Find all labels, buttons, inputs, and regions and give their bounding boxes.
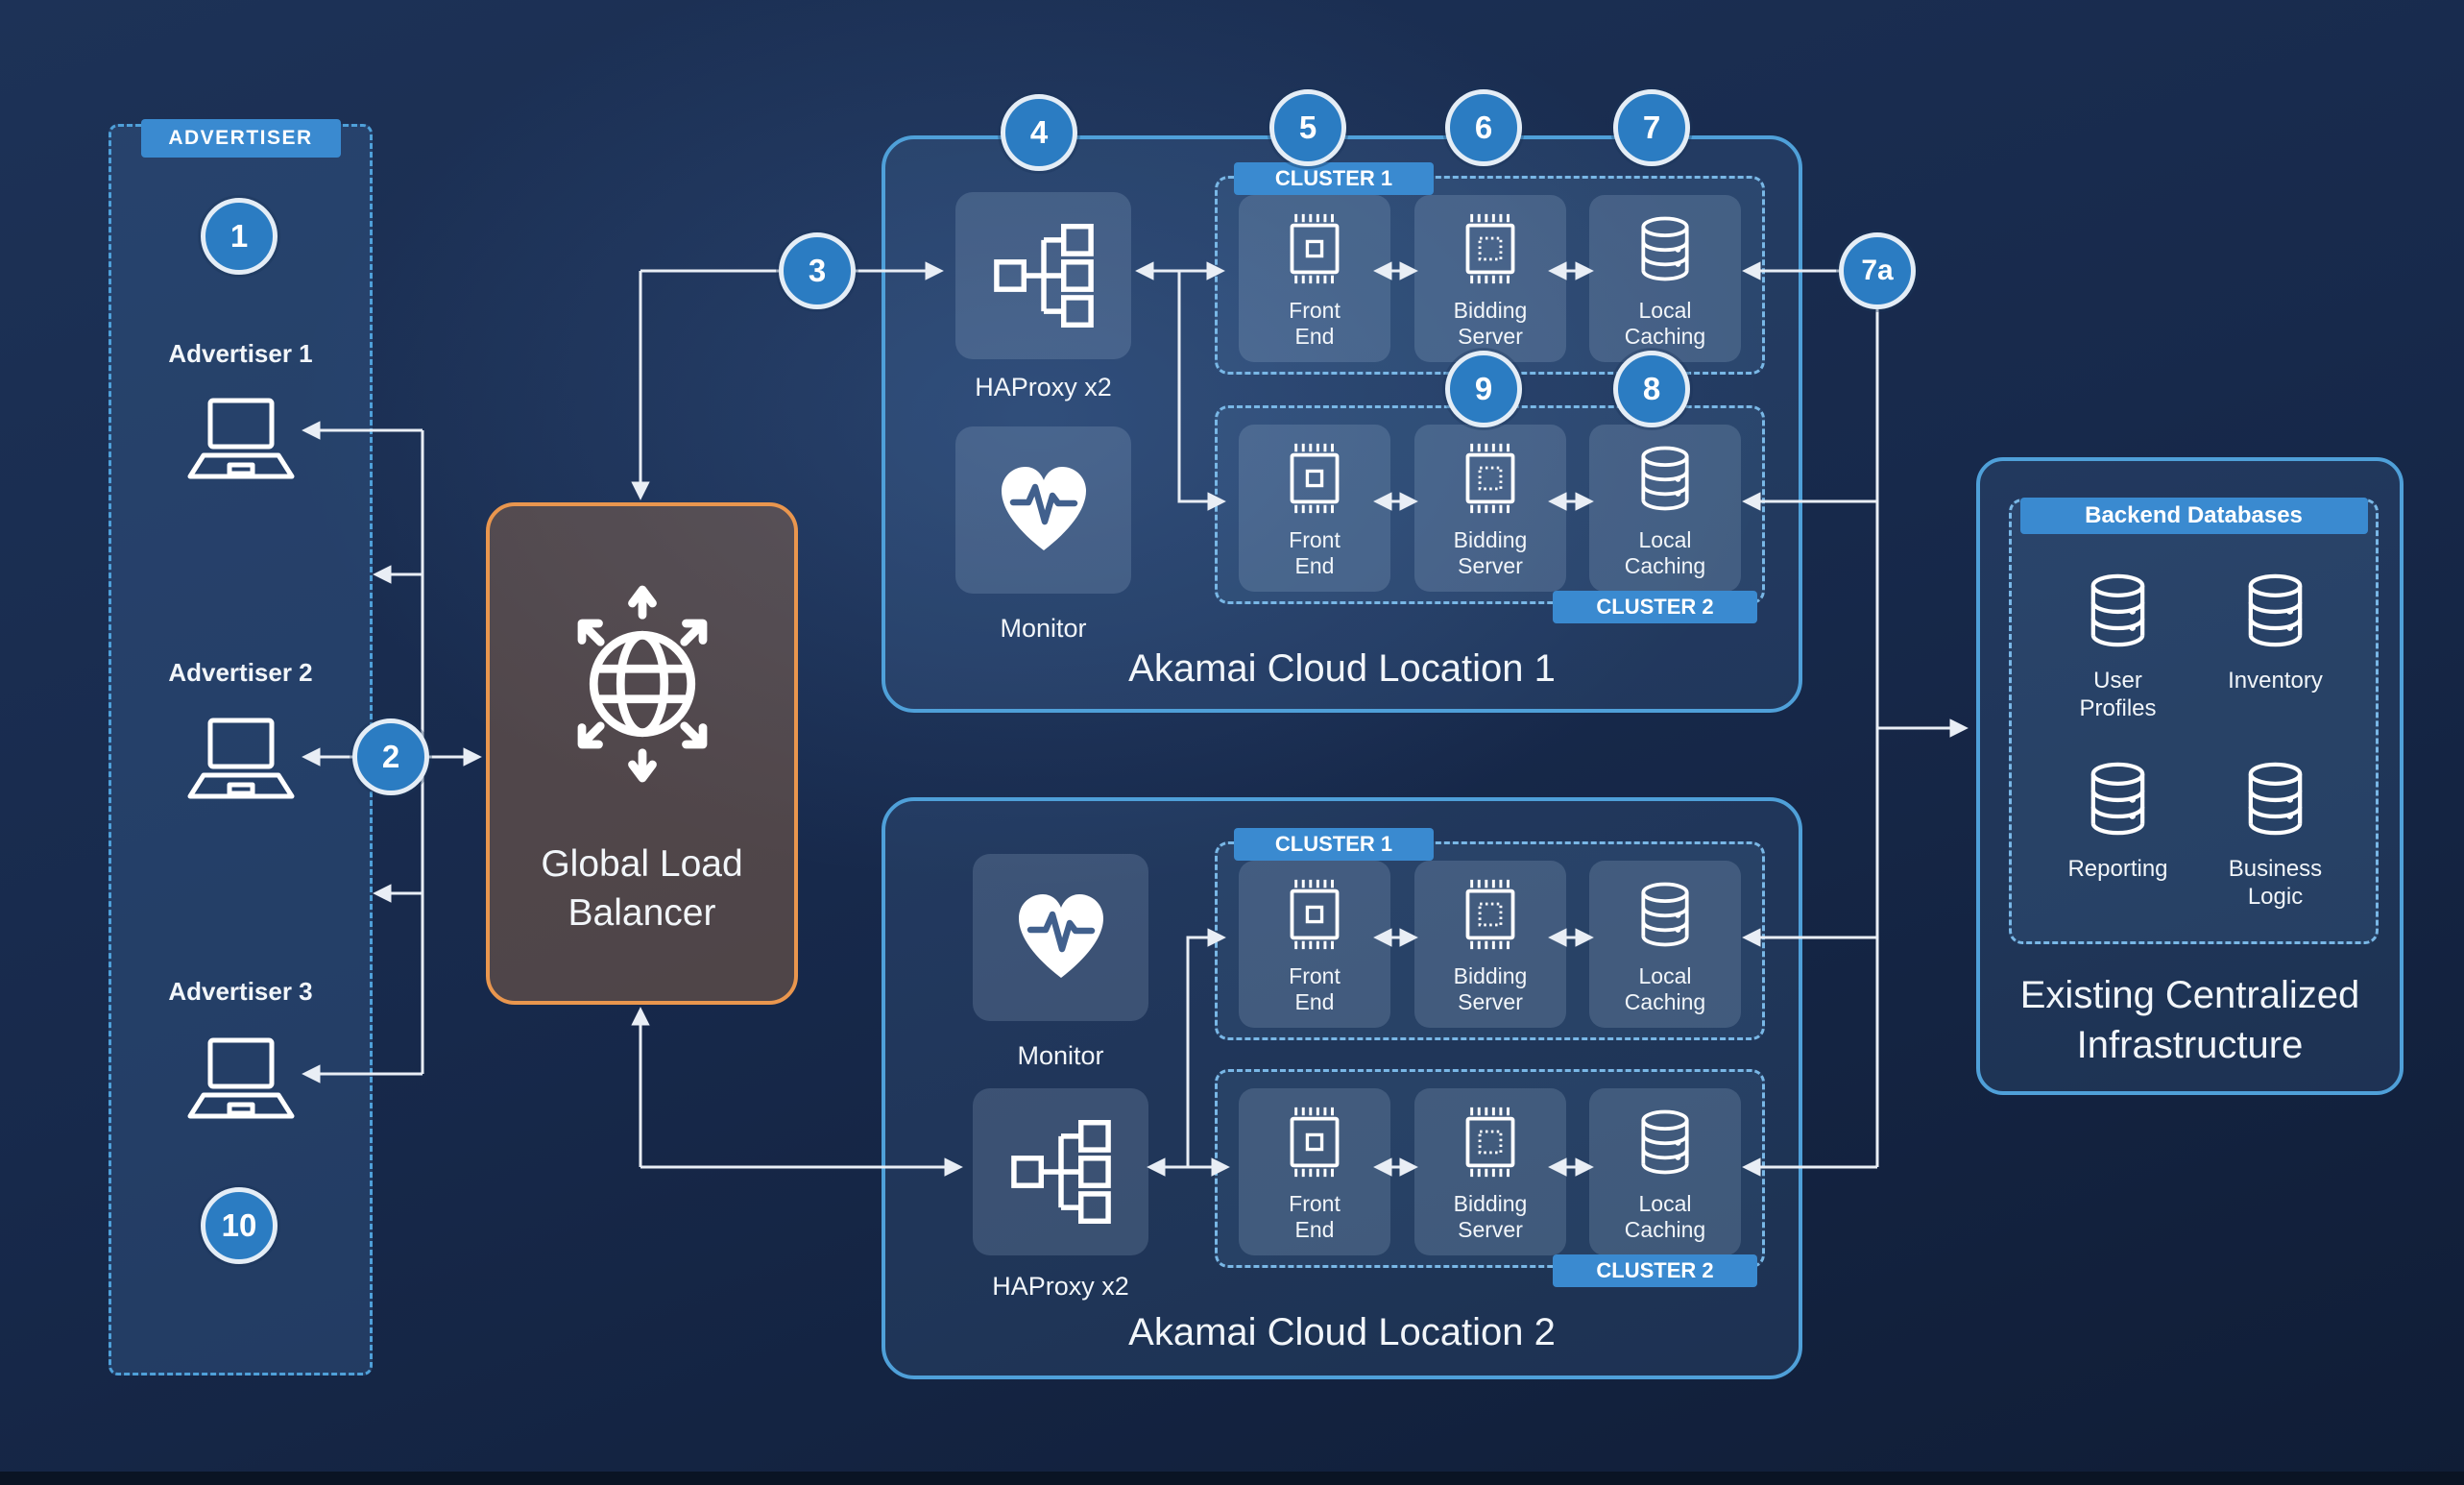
monitor-label: Monitor xyxy=(1017,1041,1104,1070)
db-label: Business Logic xyxy=(2228,856,2323,910)
node-label: Bidding Server xyxy=(1453,963,1528,1014)
node-label: Local Caching xyxy=(1624,963,1706,1014)
step-badge-1: 1 xyxy=(201,198,278,275)
node-label: Local Caching xyxy=(1624,1191,1706,1242)
cluster-1-label: CLUSTER 1 xyxy=(1234,162,1434,195)
front-end-node: Front End xyxy=(1239,1088,1390,1255)
proxy-branch-icon xyxy=(1003,1114,1119,1229)
cluster-2: CLUSTER 2 Front End Bidding Server Local… xyxy=(1215,1069,1765,1287)
local-caching-node: Local Caching xyxy=(1589,861,1741,1028)
chip-icon xyxy=(1274,438,1355,519)
cluster-2: CLUSTER 2 Front End Bidding Server Local… xyxy=(1215,405,1765,623)
database-icon xyxy=(2072,753,2163,844)
chip-icon xyxy=(1274,1102,1355,1182)
database-icon xyxy=(2230,565,2321,656)
db-inventory: Inventory xyxy=(2196,565,2355,695)
infrastructure-title: Existing Centralized Infrastructure xyxy=(2019,974,2360,1066)
global-load-balancer: Global Load Balancer xyxy=(486,502,798,1005)
node-label: Bidding Server xyxy=(1453,298,1528,349)
step-badge-10: 10 xyxy=(201,1187,278,1264)
laptop-icon xyxy=(179,1035,303,1126)
node-label: Front End xyxy=(1289,1191,1341,1242)
haproxy-label: HAProxy x2 xyxy=(992,1272,1129,1301)
local-caching-node: Local Caching xyxy=(1589,1088,1741,1255)
bidding-server-node: Bidding Server xyxy=(1414,861,1566,1028)
front-end-node: Front End xyxy=(1239,195,1390,362)
bidding-server-node: Bidding Server xyxy=(1414,1088,1566,1255)
database-icon xyxy=(2230,753,2321,844)
step-badge-4: 4 xyxy=(1001,94,1077,171)
chip-icon xyxy=(1274,874,1355,955)
database-icon xyxy=(1625,1102,1705,1182)
proxy-branch-icon xyxy=(986,218,1101,333)
node-label: Local Caching xyxy=(1624,527,1706,578)
step-badge-2: 2 xyxy=(352,718,429,795)
step-badge-7a: 7a xyxy=(1839,232,1916,309)
database-icon xyxy=(1625,208,1705,289)
database-icon xyxy=(1625,874,1705,955)
heartbeat-icon xyxy=(986,452,1101,568)
laptop-icon xyxy=(179,716,303,806)
local-caching-node: Local Caching xyxy=(1589,195,1741,362)
chip-icon xyxy=(1274,208,1355,289)
node-label: Front End xyxy=(1289,963,1341,1014)
cluster-1: CLUSTER 1 Front End Bidding Server Local… xyxy=(1215,162,1765,375)
chip-icon xyxy=(1450,208,1531,289)
step-badge-7: 7 xyxy=(1613,89,1690,166)
advertiser-1-label: Advertiser 1 xyxy=(168,339,313,368)
db-reporting: Reporting xyxy=(2039,753,2197,884)
location-1-title: Akamai Cloud Location 1 xyxy=(1128,647,1556,690)
front-end-node: Front End xyxy=(1239,425,1390,592)
cluster-2-label: CLUSTER 2 xyxy=(1553,1254,1757,1287)
chip-icon xyxy=(1450,438,1531,519)
laptop-icon xyxy=(179,396,303,486)
bidding-server-node: Bidding Server xyxy=(1414,195,1566,362)
database-icon xyxy=(2072,565,2163,656)
advertiser-panel: ADVERTISER Advertiser 1 Advertiser 2 Adv… xyxy=(109,119,373,1375)
front-end-node: Front End xyxy=(1239,861,1390,1028)
haproxy-label: HAProxy x2 xyxy=(975,373,1112,402)
cluster-2-label: CLUSTER 2 xyxy=(1553,591,1757,623)
monitor-node xyxy=(955,426,1131,594)
step-badge-3: 3 xyxy=(779,232,856,309)
globe-distribution-icon xyxy=(542,583,743,785)
cloud-location-2: Monitor HAProxy x2 CLUSTER 1 Front End B… xyxy=(882,797,1802,1379)
db-label: Inventory xyxy=(2228,668,2323,694)
chip-icon xyxy=(1450,1102,1531,1182)
node-label: Front End xyxy=(1289,527,1341,578)
bidding-server-node: Bidding Server xyxy=(1414,425,1566,592)
db-user-profiles: User Profiles xyxy=(2039,565,2197,723)
cluster-1-label: CLUSTER 1 xyxy=(1234,828,1434,861)
database-icon xyxy=(1625,438,1705,519)
node-label: Local Caching xyxy=(1624,298,1706,349)
local-caching-node: Local Caching xyxy=(1589,425,1741,592)
monitor-label: Monitor xyxy=(1000,614,1087,643)
step-badge-5: 5 xyxy=(1269,89,1346,166)
db-label: User Profiles xyxy=(2079,668,2157,721)
step-badge-8: 8 xyxy=(1613,351,1690,427)
advertiser-2-label: Advertiser 2 xyxy=(168,658,313,687)
db-business-logic: Business Logic xyxy=(2196,753,2355,912)
node-label: Front End xyxy=(1289,298,1341,349)
step-badge-9: 9 xyxy=(1445,351,1522,427)
db-label: Reporting xyxy=(2067,856,2168,882)
node-label: Bidding Server xyxy=(1453,527,1528,578)
node-label: Bidding Server xyxy=(1453,1191,1528,1242)
location-2-title: Akamai Cloud Location 2 xyxy=(1128,1311,1556,1353)
backend-databases-label: Backend Databases xyxy=(2019,498,2368,534)
bottom-edge xyxy=(0,1472,2464,1485)
monitor-node xyxy=(973,854,1148,1021)
centralized-infrastructure: Backend Databases User Profiles Inventor… xyxy=(1976,457,2404,1095)
haproxy-node xyxy=(955,192,1131,359)
cluster-1: CLUSTER 1 Front End Bidding Server Local… xyxy=(1215,828,1765,1040)
advertiser-3-label: Advertiser 3 xyxy=(168,977,313,1006)
chip-icon xyxy=(1450,874,1531,955)
step-badge-6: 6 xyxy=(1445,89,1522,166)
advertiser-panel-label: ADVERTISER xyxy=(140,119,341,158)
haproxy-node xyxy=(973,1088,1148,1255)
heartbeat-icon xyxy=(1003,880,1119,995)
global-load-balancer-label: Global Load Balancer xyxy=(541,843,743,934)
backend-databases-group: Backend Databases User Profiles Inventor… xyxy=(2009,498,2379,944)
